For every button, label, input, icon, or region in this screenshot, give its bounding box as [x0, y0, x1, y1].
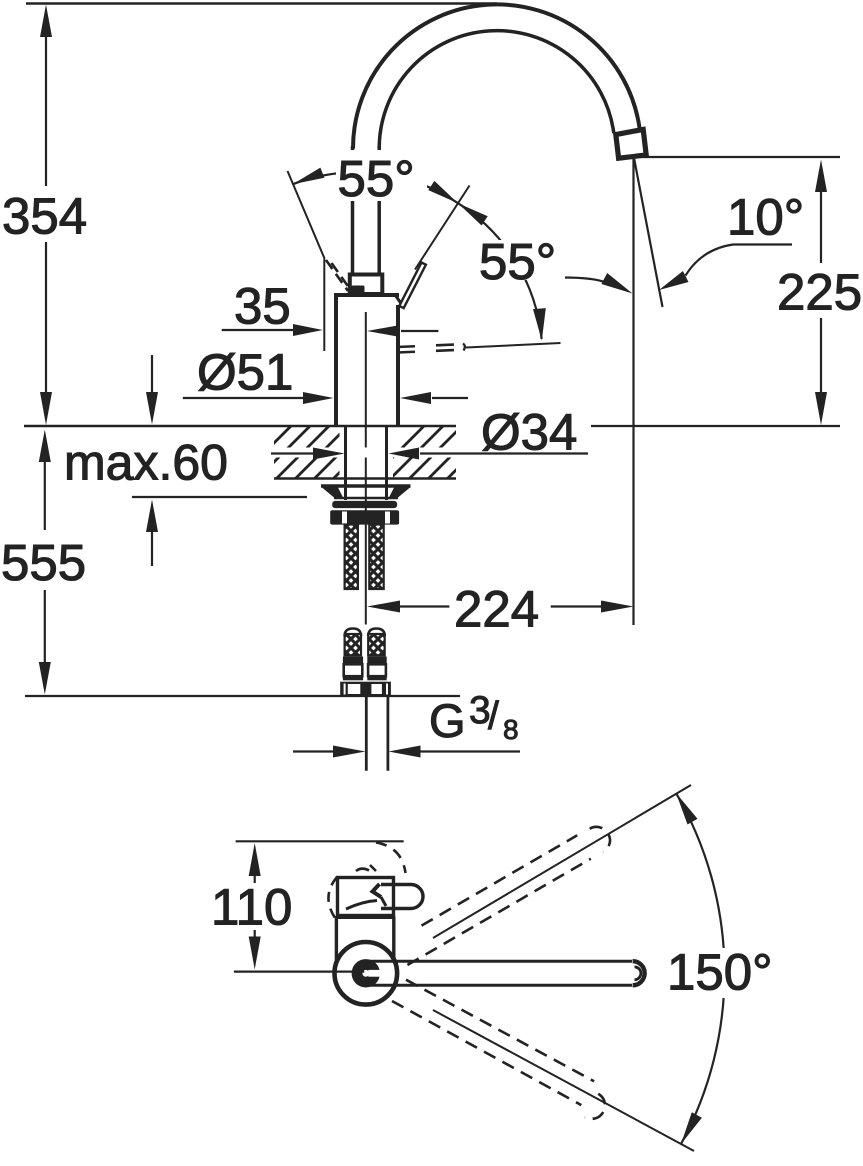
svg-text:G: G — [429, 694, 466, 747]
svg-text:Ø51: Ø51 — [197, 344, 293, 401]
svg-text:555: 555 — [1, 534, 86, 591]
svg-text:55°: 55° — [479, 233, 556, 290]
svg-text:3: 3 — [469, 689, 491, 732]
svg-text:max.60: max.60 — [64, 435, 228, 491]
svg-text:354: 354 — [2, 188, 87, 245]
svg-text:110: 110 — [211, 879, 292, 936]
svg-text:224: 224 — [454, 581, 539, 638]
svg-text:10°: 10° — [727, 189, 804, 246]
svg-text:35: 35 — [234, 278, 291, 335]
svg-text:/: / — [488, 695, 499, 738]
svg-text:8: 8 — [503, 714, 519, 745]
svg-text:Ø34: Ø34 — [481, 404, 577, 461]
svg-text:150°: 150° — [667, 944, 773, 1001]
svg-text:55°: 55° — [338, 150, 415, 207]
svg-text:225: 225 — [777, 264, 862, 321]
